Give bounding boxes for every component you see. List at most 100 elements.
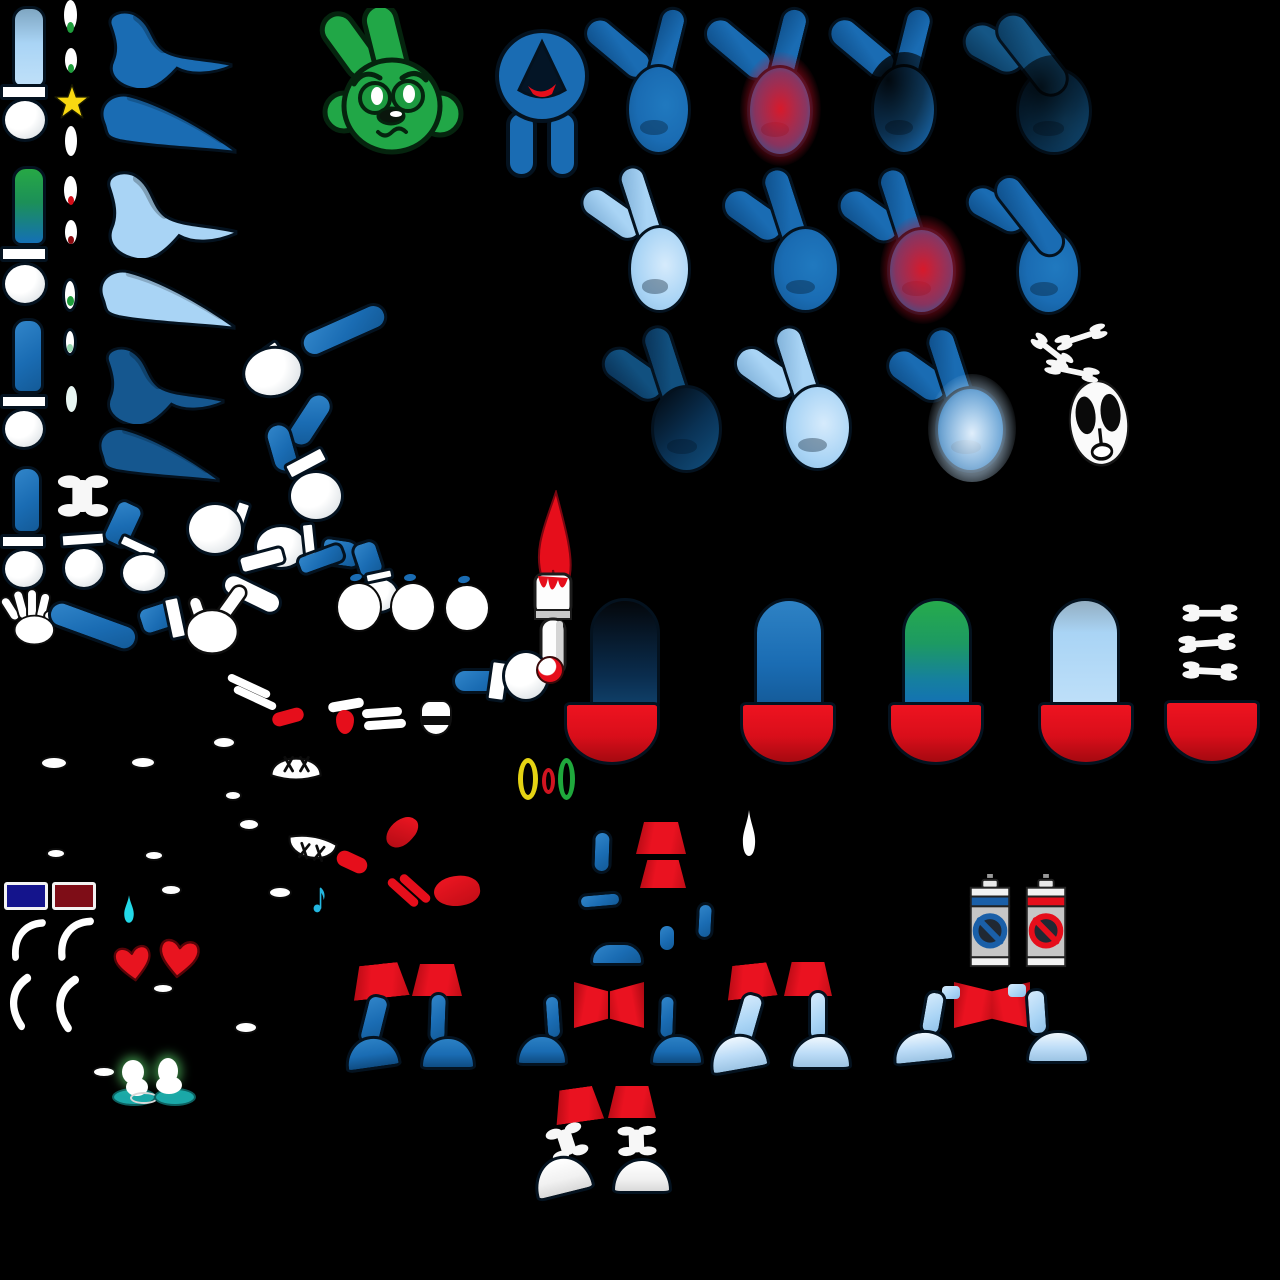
limb-blue-2 [12, 466, 42, 534]
glove-ball-1 [237, 340, 309, 404]
head-overlay-redGlow [740, 52, 822, 167]
shorts-cuff-a2 [412, 964, 462, 996]
bracket-4 [47, 973, 92, 1035]
rabbit-muzzle-shade [1030, 281, 1058, 296]
ring-green [558, 758, 575, 800]
pip-3 [65, 126, 77, 156]
eyelash-3 [457, 575, 471, 584]
head-overlay-darkFadeSoft [1008, 54, 1102, 165]
arm-upper [296, 298, 392, 362]
oval-7 [144, 850, 164, 861]
tear-cyan [122, 894, 136, 924]
shoe-ball-4 [2, 548, 46, 590]
ear-swoosh-blue [95, 8, 235, 88]
knee-dome [590, 942, 644, 966]
head-overlay-darkFade [864, 51, 946, 165]
scream-head [488, 26, 596, 184]
foot-lb-e1 [890, 1026, 956, 1068]
rabbit-head-oval [627, 224, 692, 313]
tongue-flick [381, 810, 423, 854]
oval-11 [234, 1021, 258, 1034]
teeth-eq-1 [361, 706, 403, 719]
glove-ball-6 [120, 552, 168, 594]
spray-can-blue [966, 874, 1014, 972]
head-side-blue-droop [960, 168, 1090, 318]
ear-swoosh-navy [93, 344, 227, 424]
head-side-dark [594, 321, 734, 476]
shorts-1 [564, 702, 660, 765]
rabbit-muzzle-shade [666, 439, 697, 454]
swatch-maroon [52, 882, 96, 910]
music-note [310, 886, 328, 914]
bracket-2 [51, 908, 98, 967]
pip-4 [64, 176, 77, 204]
rabbit-muzzle-shade [797, 437, 827, 452]
head-overlay-redGlow [879, 214, 966, 325]
foot-lb-d2 [790, 1034, 852, 1070]
eyeball-2 [390, 582, 436, 632]
pip-7 [63, 328, 77, 356]
puddle-glow-2b [156, 1076, 182, 1094]
skull-bone-2 [1052, 318, 1110, 356]
head-side-blue-glow [879, 323, 1018, 482]
heart-2 [151, 928, 206, 987]
bracket-1 [5, 911, 49, 968]
head-overlay-paleGlow [928, 374, 1016, 482]
spine-bone-2 [1177, 628, 1237, 658]
leg-part-2 [577, 890, 623, 911]
eyelash-1 [349, 572, 363, 583]
shoe-ball-1 [2, 98, 48, 142]
shoe-ball-5 [62, 546, 106, 590]
eyelash-2 [403, 573, 417, 582]
rabbit-head-oval [651, 384, 723, 473]
leg-part-3 [695, 901, 715, 941]
foot-lb-d1 [705, 1029, 771, 1077]
oval-9 [268, 886, 292, 899]
tear-white [740, 808, 758, 858]
ear-swoosh-lightblue [93, 168, 240, 258]
oval-12 [92, 1066, 116, 1078]
limb-blue-1 [12, 318, 44, 394]
shoe-ball-2 [2, 262, 48, 306]
oval-6 [46, 848, 66, 859]
rabbit-head-oval [626, 63, 691, 155]
grin-stitch-2 [281, 832, 340, 875]
shorts-cuff-b2 [640, 860, 686, 888]
shorts-3 [888, 702, 984, 765]
head-side-lightblue-2 [727, 321, 863, 474]
shoe-band-3 [0, 394, 48, 409]
torso-shadow [590, 598, 660, 710]
ring-red [542, 768, 555, 794]
glove-piece [236, 544, 288, 576]
grin-stitch-1 [268, 746, 324, 780]
foot-blue-c1 [516, 1034, 568, 1066]
shorts-2 [740, 702, 836, 765]
torso-green [902, 598, 972, 710]
ring-yellow [518, 758, 538, 800]
head-back-blue-hurt [697, 3, 828, 167]
mouth-stripe [422, 716, 450, 725]
star [52, 84, 92, 120]
torso-lightblue [1050, 598, 1120, 710]
brush-glove [502, 650, 550, 702]
rabbit-muzzle-shade [641, 279, 669, 294]
shorts-cuff-f2 [608, 1086, 656, 1118]
bone-leg-2 [607, 1125, 666, 1157]
head-side-blue [715, 163, 852, 316]
spray-can-red [1022, 874, 1070, 972]
foot-white-f2 [612, 1158, 672, 1194]
pip-5-tip [68, 236, 74, 244]
knee-lb-e2 [1008, 984, 1026, 997]
eye-closed-red [270, 706, 306, 728]
ear-taper-lightblue [93, 266, 237, 336]
tongue-slash [334, 847, 370, 877]
torso-blue [754, 598, 824, 710]
mouth-tongue [336, 710, 354, 734]
leg-lb-e2 [1024, 987, 1050, 1037]
foot-white-f1 [528, 1149, 596, 1203]
limb-green [12, 166, 46, 246]
pip-6 [62, 278, 78, 312]
shorts-bow-el [954, 982, 992, 1028]
leg-part-1 [591, 829, 613, 875]
